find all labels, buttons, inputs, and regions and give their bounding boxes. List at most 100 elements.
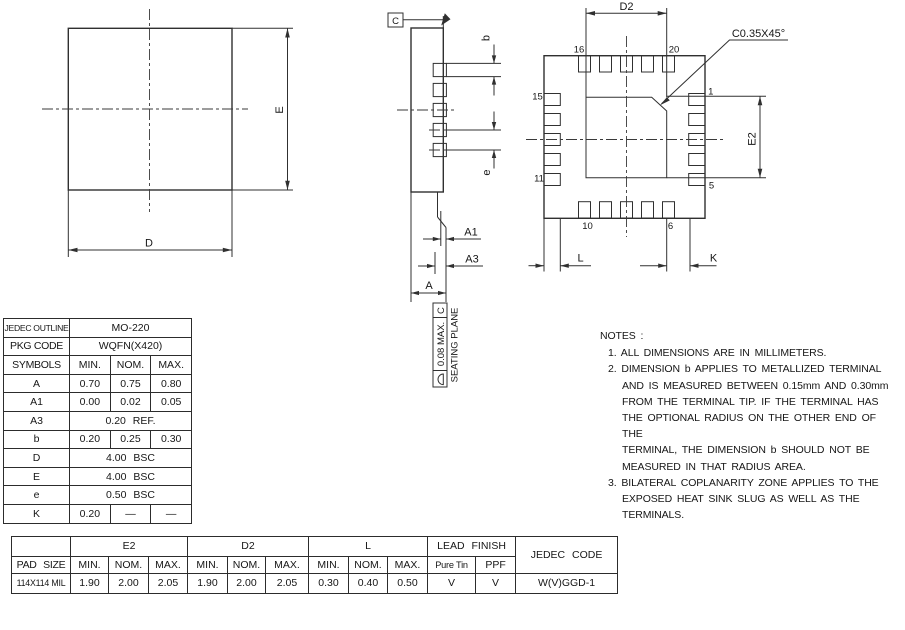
arrowhead xyxy=(660,97,670,106)
arrowhead xyxy=(690,263,699,268)
note-line: AND IS MEASURED BETWEEN 0.15mm AND 0.30m… xyxy=(622,379,889,392)
table-cell: 2.00 xyxy=(227,572,267,594)
table-cell: 0.20 xyxy=(69,503,111,524)
table-cell: V xyxy=(427,572,477,594)
table-row: E2 D2 L LEAD FINISH JEDEC CODE xyxy=(11,536,619,574)
datum-arrowhead xyxy=(441,13,451,26)
dim-label-a3: A3 xyxy=(465,254,478,266)
table-row: A1 0.00 0.02 0.05 xyxy=(3,392,192,412)
pin-number-10: 10 xyxy=(582,221,593,232)
table-cell: PKG CODE xyxy=(3,336,70,357)
flatness-datum-label: C xyxy=(436,307,447,314)
arrowhead xyxy=(411,290,419,296)
table-row: E 4.00 BSC xyxy=(3,466,192,487)
table-cell: 0.80 xyxy=(150,373,192,394)
arrowhead xyxy=(222,247,232,253)
table-row: b 0.20 0.25 0.30 xyxy=(3,429,192,450)
dimensions-table: JEDEC OUTLINE MO-220 PKG CODE WQFN(X420)… xyxy=(3,318,192,524)
note-line: MEASURED IN THAT RADIUS AREA. xyxy=(622,460,806,473)
flatness-tolerance-label: 0.08 MAX. xyxy=(436,322,447,366)
seating-plane-symbol-icon xyxy=(437,373,444,386)
terminal xyxy=(543,153,561,166)
table-cell: b xyxy=(3,429,70,450)
flatness-control-frame xyxy=(432,302,448,388)
arrowhead xyxy=(68,247,78,253)
table-cell: MIN. xyxy=(69,355,111,375)
dim-label-e: E xyxy=(274,106,286,113)
arrowhead xyxy=(757,96,763,106)
table-cell: 0.02 xyxy=(109,392,152,412)
column-header: PAD SIZE xyxy=(11,555,71,574)
arrowhead xyxy=(560,263,569,268)
pin-number-16: 16 xyxy=(574,45,585,56)
terminal xyxy=(641,201,654,219)
table-row: e 0.50 BSC xyxy=(3,485,192,505)
arrowhead xyxy=(491,55,497,64)
note-line: THE OPTIONAL RADIUS ON THE OTHER END OF … xyxy=(622,412,876,441)
arrowhead xyxy=(535,263,544,268)
terminal xyxy=(599,201,612,219)
note-line: EXPOSED HEAT SINK SLUG AS WELL AS THE xyxy=(622,493,860,506)
table-cell: A1 xyxy=(3,392,70,412)
terminal xyxy=(688,153,706,166)
note-line: TERMINALS. xyxy=(622,509,685,522)
pin-number-20: 20 xyxy=(669,45,680,56)
arrowhead xyxy=(285,180,290,190)
column-header: MAX. xyxy=(147,555,189,574)
arrowhead xyxy=(446,236,454,242)
column-header: NOM. xyxy=(348,555,389,574)
seating-plane-label: SEATING PLANE xyxy=(450,308,461,383)
lead-profile-chamfer xyxy=(437,216,447,228)
pin-number-15: 15 xyxy=(532,92,543,103)
group-header-d2: D2 xyxy=(187,536,310,557)
table-cell: 4.00 BSC xyxy=(69,466,192,487)
table-row: D 4.00 BSC xyxy=(3,448,192,468)
package-top-view: E D xyxy=(42,9,293,257)
table-cell: e xyxy=(3,485,70,505)
arrowhead xyxy=(432,236,441,242)
column-header: MIN. xyxy=(187,555,229,574)
arrowhead xyxy=(658,263,667,268)
arrowhead xyxy=(657,11,667,16)
table-cell: D xyxy=(3,448,70,468)
table-cell: 114X114 MIL xyxy=(11,572,71,594)
note-line: 1. ALL DIMENSIONS ARE IN MILLIMETERS. xyxy=(608,347,827,360)
dim-label-a1: A1 xyxy=(464,227,477,239)
terminal xyxy=(688,93,706,106)
table-cell: 0.50 BSC xyxy=(69,485,192,505)
datum-c-label: C xyxy=(392,16,399,27)
table-cell: JEDEC OUTLINE xyxy=(3,318,70,338)
table-cell: MAX. xyxy=(150,355,192,375)
chamfer-callout-label: C0.35X45° xyxy=(732,28,785,40)
arrowhead xyxy=(586,11,595,16)
table-cell: 0.30 xyxy=(150,429,192,450)
dim-label-e-pitch: e xyxy=(481,169,493,175)
terminal xyxy=(543,93,561,106)
terminal xyxy=(543,113,561,126)
table-row: PKG CODE WQFN(X420) xyxy=(3,336,192,357)
exposed-pad-outline xyxy=(585,96,668,179)
column-header: MIN. xyxy=(308,555,350,574)
table-cell: 4.00 BSC xyxy=(69,448,192,468)
dim-label-b: b xyxy=(481,35,493,41)
table-row: A 0.70 0.75 0.80 xyxy=(3,373,192,394)
table-cell: 0.40 xyxy=(348,572,389,594)
pin-number-11: 11 xyxy=(534,174,544,185)
terminal xyxy=(543,173,561,186)
table-cell: 1.90 xyxy=(187,572,229,594)
terminal xyxy=(578,201,591,219)
group-header-jedec-code: JEDEC CODE xyxy=(515,536,619,574)
column-header: NOM. xyxy=(108,555,149,574)
arrowhead xyxy=(427,263,435,269)
table-cell: MO-220 xyxy=(69,318,192,338)
dim-label-e2: E2 xyxy=(747,132,759,145)
terminal xyxy=(688,113,706,126)
table-row: SYMBOLS MIN. NOM. MAX. xyxy=(3,355,192,375)
arrowhead xyxy=(446,263,454,269)
table-cell: WQFN(X420) xyxy=(69,336,192,357)
table-cell: NOM. xyxy=(109,355,152,375)
terminal xyxy=(432,82,447,98)
group-header-lead-finish: LEAD FINISH xyxy=(427,536,517,557)
